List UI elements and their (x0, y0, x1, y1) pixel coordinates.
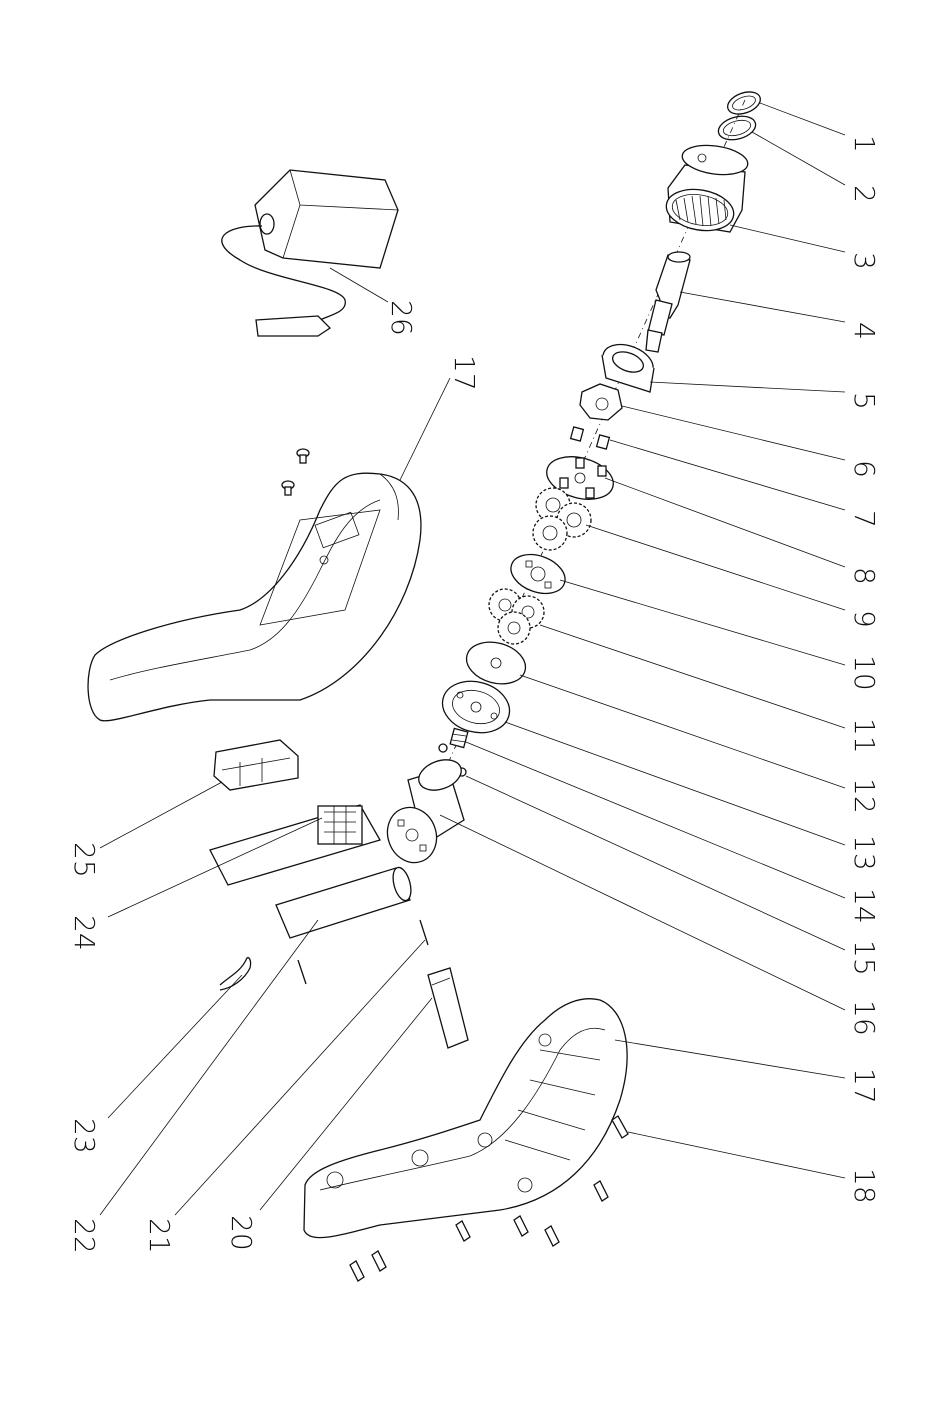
label-18: 18 (848, 1168, 881, 1204)
label-8: 8 (848, 567, 881, 585)
label-3: 3 (848, 252, 881, 270)
label-11: 11 (848, 718, 881, 754)
label-12: 12 (848, 778, 881, 814)
part-motor (380, 754, 466, 869)
part-switch (214, 740, 298, 790)
label-21: 21 (143, 1218, 176, 1254)
label-16: 16 (848, 1000, 881, 1036)
label-26: 26 (385, 300, 418, 336)
part-battery-clip (428, 968, 468, 1048)
part-circuit-board (210, 805, 380, 885)
label-13: 13 (848, 835, 881, 871)
label-14: 14 (848, 888, 881, 924)
label-1: 1 (848, 135, 881, 153)
label-7: 7 (848, 510, 881, 528)
label-17-lower: 17 (848, 1068, 881, 1104)
label-6: 6 (848, 460, 881, 478)
part-battery (276, 866, 414, 938)
part-spindle (646, 252, 690, 352)
label-9: 9 (848, 610, 881, 628)
label-15: 15 (848, 940, 881, 976)
part-planet-gears-stage-2 (489, 589, 544, 644)
part-housing-upper (88, 473, 421, 721)
part-pinion (450, 728, 468, 747)
part-lock-nut (580, 384, 622, 420)
label-5: 5 (848, 392, 881, 410)
part-gear-housing (663, 142, 750, 236)
label-22: 22 (68, 1218, 101, 1254)
label-23: 23 (68, 1118, 101, 1154)
label-24: 24 (68, 915, 101, 951)
label-25: 25 (68, 842, 101, 878)
label-20: 20 (225, 1215, 258, 1251)
label-10: 10 (848, 655, 881, 691)
label-17-upper: 17 (448, 355, 481, 391)
label-4: 4 (848, 322, 881, 340)
label-2: 2 (848, 185, 881, 203)
part-housing-screws-upper (282, 449, 309, 495)
part-charger (222, 170, 398, 336)
part-ring (716, 112, 758, 143)
